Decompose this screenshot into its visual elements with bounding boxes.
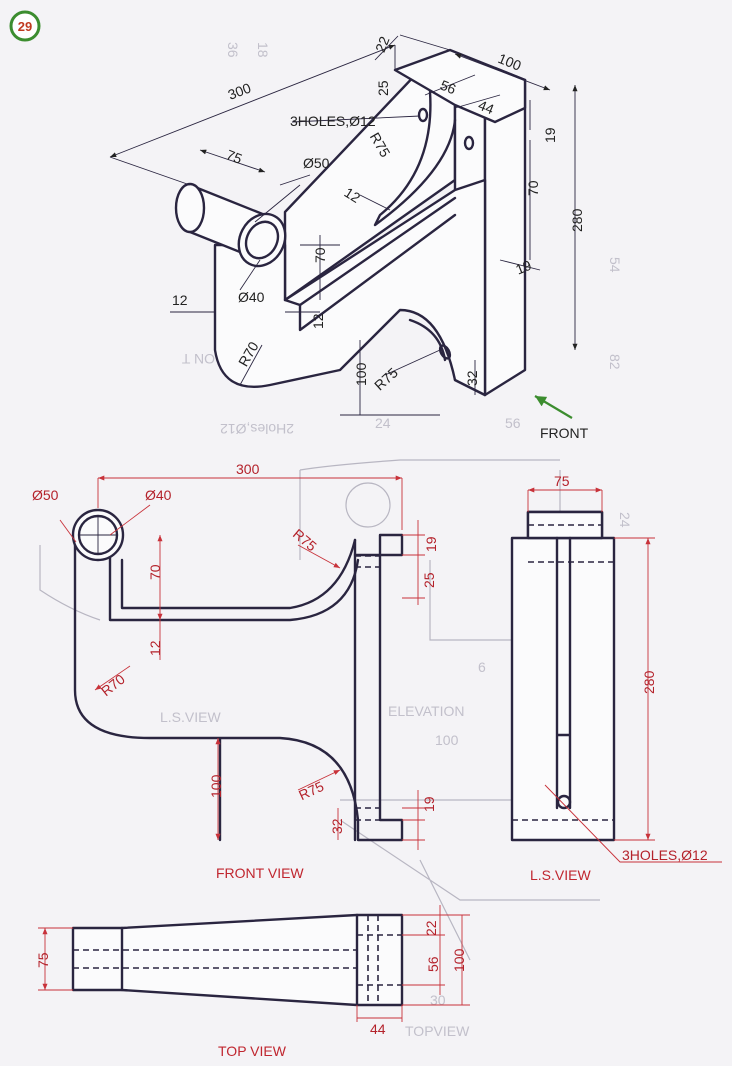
iso-block-front bbox=[483, 78, 527, 397]
top-view: 75 22 56 100 44 TOP VIEW bbox=[35, 905, 470, 1059]
ls-view-label: L.S.VIEW bbox=[530, 867, 591, 883]
front-dim-12: 12 bbox=[147, 640, 163, 656]
top-view-label: TOP VIEW bbox=[218, 1043, 287, 1059]
ghost-text-lsview: L.S.VIEW bbox=[160, 709, 221, 725]
iso-dim-12c: 12 bbox=[310, 313, 326, 329]
iso-dim-75: 75 bbox=[224, 146, 245, 167]
front-hidden-holes bbox=[355, 555, 380, 821]
ghost-bleed-through: ELEVATION 100 L.S.VIEW TOPVIEW 2Holes,Ø1… bbox=[39, 42, 633, 1039]
ls-dim-75: 75 bbox=[554, 473, 570, 489]
top-dim-56: 56 bbox=[425, 956, 441, 972]
top-dim-100: 100 bbox=[451, 948, 467, 972]
ghost-text-24b: 24 bbox=[617, 512, 633, 528]
top-dim-22: 22 bbox=[423, 920, 439, 936]
iso-front-label: FRONT bbox=[540, 425, 589, 441]
ghost-text-topview: TOPVIEW bbox=[405, 1023, 470, 1039]
iso-dim-d40: Ø40 bbox=[238, 289, 265, 305]
iso-dim-19a: 19 bbox=[542, 127, 558, 143]
ghost-text-24: 24 bbox=[375, 415, 391, 431]
iso-dim-19b: 19 bbox=[513, 257, 534, 278]
front-inner-edge bbox=[120, 538, 357, 610]
problem-number-badge: 29 bbox=[9, 10, 41, 42]
iso-dim-25: 25 bbox=[375, 80, 391, 96]
ghost-text-6: 6 bbox=[478, 659, 486, 675]
iso-cylinder-front bbox=[237, 212, 287, 268]
ghost-text-82: 82 bbox=[607, 354, 623, 370]
front-arrow-icon bbox=[534, 395, 573, 419]
front-dim-d40: Ø40 bbox=[145, 487, 172, 503]
ghost-text-18: 18 bbox=[255, 42, 271, 58]
iso-dim-70b: 70 bbox=[312, 247, 328, 263]
iso-top-curve bbox=[373, 90, 457, 227]
iso-dim-300-line bbox=[109, 44, 396, 158]
ghost-text-56: 56 bbox=[505, 415, 521, 431]
iso-lower-curve bbox=[408, 318, 447, 362]
iso-dim-12b: 12 bbox=[172, 292, 188, 308]
front-dim-r75b: R75 bbox=[296, 778, 326, 803]
iso-dim-d50: Ø50 bbox=[303, 155, 330, 171]
front-dim-70: 70 bbox=[147, 564, 163, 580]
front-view-label: FRONT VIEW bbox=[216, 865, 304, 881]
ls-web bbox=[555, 536, 572, 810]
iso-dim-300: 300 bbox=[226, 79, 254, 102]
iso-dim-100-line bbox=[454, 53, 551, 91]
iso-hole-2 bbox=[463, 135, 475, 151]
iso-holes-label: 3HOLES,Ø12 bbox=[290, 113, 376, 129]
front-outline bbox=[73, 533, 404, 842]
iso-dim-32: 32 bbox=[464, 370, 480, 386]
ls-holes-label: 3HOLES,Ø12 bbox=[622, 847, 708, 863]
ghost-text-54: 54 bbox=[607, 257, 623, 273]
iso-cylinder-back bbox=[174, 182, 206, 234]
top-hidden-lines bbox=[73, 934, 402, 986]
ls-block bbox=[510, 536, 616, 842]
iso-body bbox=[213, 178, 487, 397]
front-dim-r75a: R75 bbox=[290, 526, 320, 555]
iso-arm-edge2 bbox=[298, 213, 457, 332]
iso-hole-1 bbox=[417, 107, 429, 123]
ls-view: 75 280 3HOLES,Ø12 L.S.VIEW bbox=[510, 473, 722, 883]
iso-cylinder-bore bbox=[244, 220, 280, 260]
iso-dim-44: 44 bbox=[476, 97, 497, 118]
ghost-text-36: 36 bbox=[225, 42, 241, 58]
iso-dim-12a: 12 bbox=[342, 184, 364, 206]
front-dim-19b: 19 bbox=[421, 796, 437, 812]
front-dim-300: 300 bbox=[236, 461, 260, 477]
top-edges bbox=[120, 913, 359, 1007]
ls-hole bbox=[556, 794, 572, 810]
ls-dim-280: 280 bbox=[641, 670, 657, 694]
isometric-view: 300 22 100 56 44 25 19 3HOLES,Ø12 75 Ø50… bbox=[109, 34, 589, 441]
iso-dim-56: 56 bbox=[438, 77, 459, 98]
ghost-text-100: 100 bbox=[435, 732, 459, 748]
ghost-text-front: ON T bbox=[181, 351, 215, 367]
problem-number: 29 bbox=[18, 19, 32, 34]
front-dim-19a: 19 bbox=[423, 536, 439, 552]
iso-dim-r75b: R75 bbox=[371, 364, 401, 393]
top-dim-75: 75 bbox=[35, 952, 51, 968]
top-dim-44: 44 bbox=[370, 1021, 386, 1037]
ghost-text-30: 30 bbox=[430, 992, 446, 1008]
iso-dim-280: 280 bbox=[569, 208, 585, 232]
iso-hole-3 bbox=[438, 344, 452, 360]
front-dim-d50: Ø50 bbox=[32, 487, 59, 503]
ghost-text-holes: 2Holes,Ø12 bbox=[220, 421, 294, 437]
iso-dim-75-line bbox=[199, 149, 266, 173]
iso-dim-22: 22 bbox=[372, 34, 393, 55]
front-dim-r70: R70 bbox=[98, 671, 128, 700]
iso-dim-100: 100 bbox=[353, 362, 369, 386]
front-dim-100: 100 bbox=[208, 774, 224, 798]
ghost-text-elevation: ELEVATION bbox=[388, 703, 465, 719]
front-dim-32: 32 bbox=[329, 818, 345, 834]
front-dim-25: 25 bbox=[421, 572, 437, 588]
iso-dim-70a: 70 bbox=[525, 180, 541, 196]
